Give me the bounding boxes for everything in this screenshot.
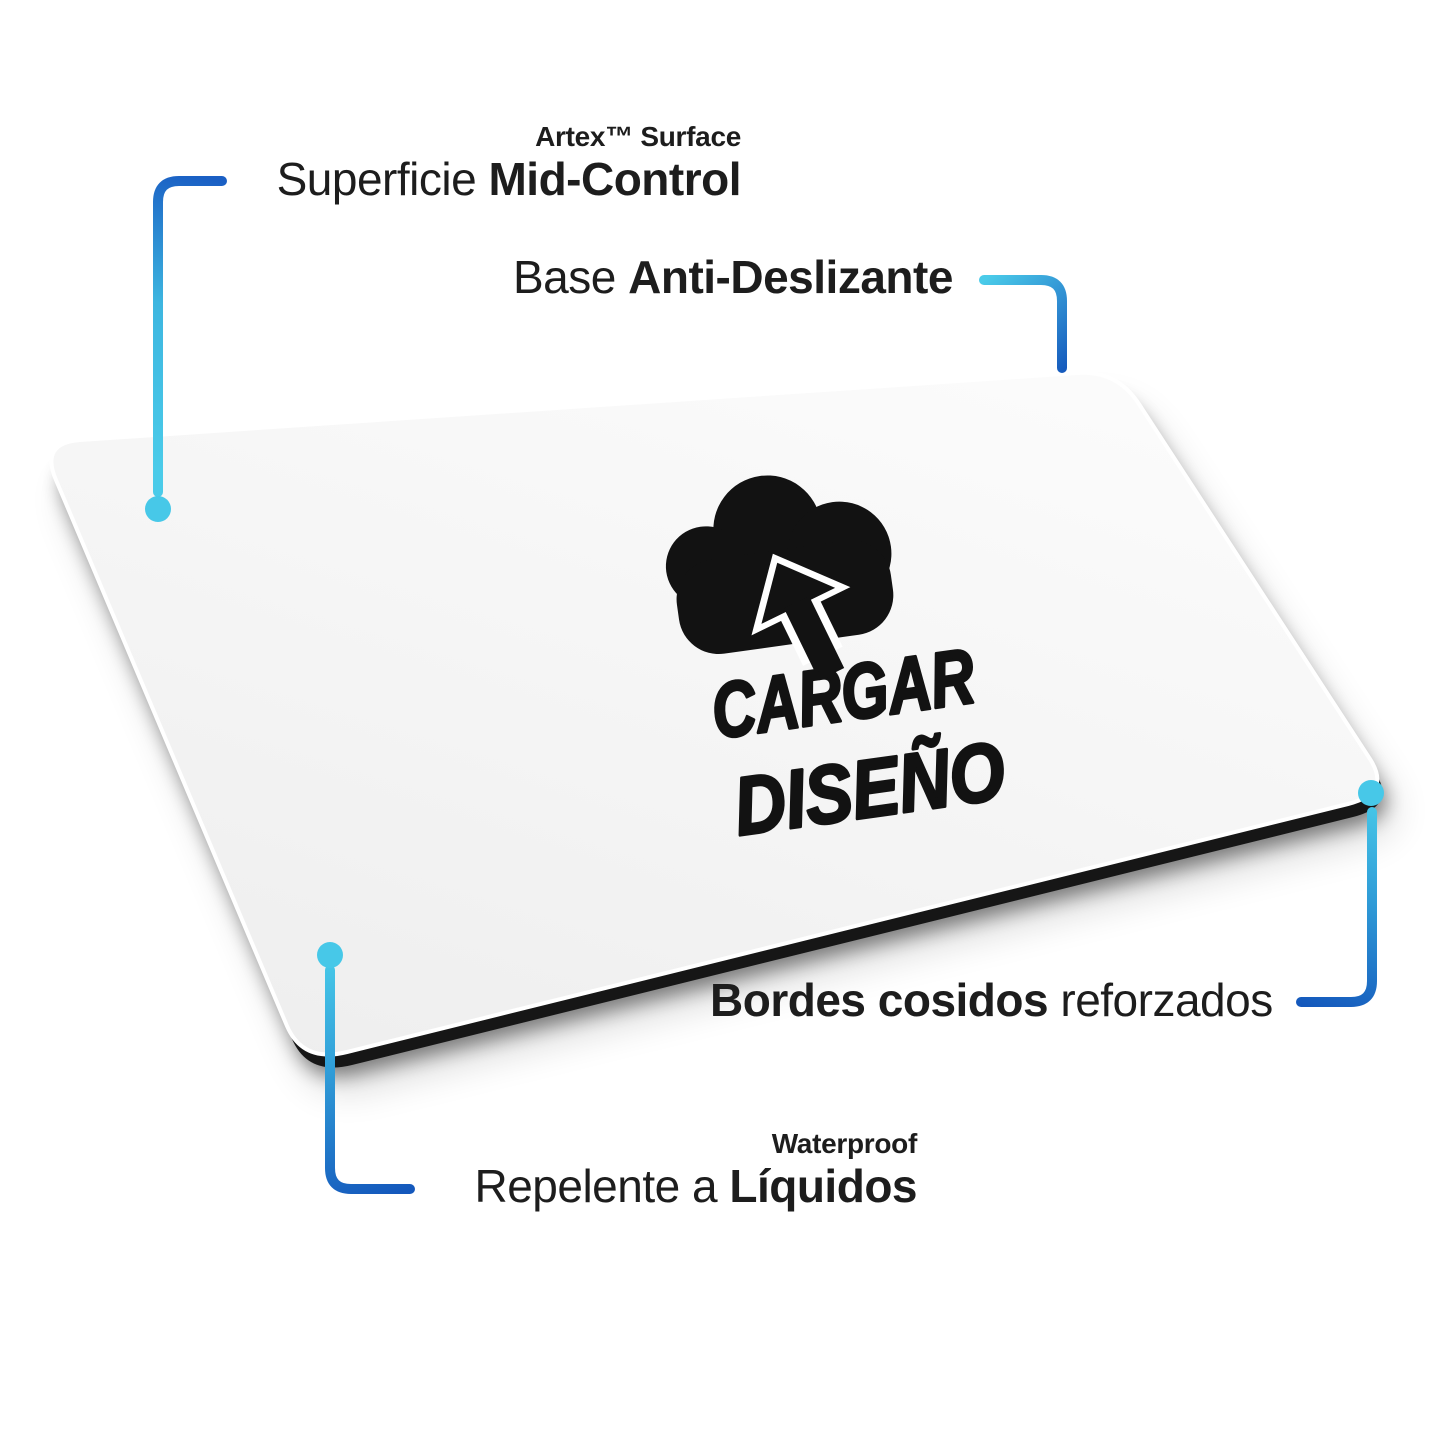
cloud-upload-icon [665, 475, 894, 681]
waterproof-label-bold: Líquidos [729, 1160, 917, 1212]
waterproof-label-regular: Repelente a [474, 1160, 730, 1212]
logo: CARGAR DISEÑO [665, 475, 1012, 855]
surface-tag-text: Artex™ Surface [535, 121, 741, 152]
base-label-text: Base Anti-Deslizante [513, 251, 953, 303]
upload-arrow-stem [783, 596, 845, 681]
callout-line-borders [1296, 807, 1377, 1007]
callout-line-waterproof [325, 965, 415, 1194]
base-label-regular: Base [513, 251, 629, 303]
callout-dot-surface [145, 496, 171, 522]
surface-label-regular: Superficie [276, 153, 489, 205]
callout-line-surface [153, 176, 227, 497]
borders-label-regular: reforzados [1048, 974, 1273, 1026]
callout-label-waterproof: Waterproof Repelente a Líquidos [474, 1127, 917, 1212]
surface-label-bold: Mid-Control [488, 153, 741, 205]
waterproof-tag-text: Waterproof [771, 1128, 918, 1159]
callout-label-base: Base Anti-Deslizante [513, 251, 953, 303]
callout-dot-waterproof [317, 942, 343, 968]
surface-label-text: Superficie Mid-Control [276, 153, 742, 205]
callout-label-borders: Bordes cosidos reforzados [710, 974, 1273, 1026]
callout-line-base [979, 275, 1067, 373]
waterproof-label-text: Repelente a Líquidos [474, 1160, 917, 1212]
mousepad [49, 370, 1394, 1089]
borders-label-bold: Bordes cosidos [710, 974, 1049, 1026]
borders-label-text: Bordes cosidos reforzados [710, 974, 1273, 1026]
callout-lines [145, 176, 1384, 1194]
base-label-bold: Anti-Deslizante [628, 251, 953, 303]
callout-dot-borders [1358, 780, 1384, 806]
upload-arrow [761, 562, 836, 624]
mousepad-surface [49, 370, 1380, 1057]
callout-label-surface: Artex™ Surface Superficie Mid-Control [276, 120, 742, 205]
